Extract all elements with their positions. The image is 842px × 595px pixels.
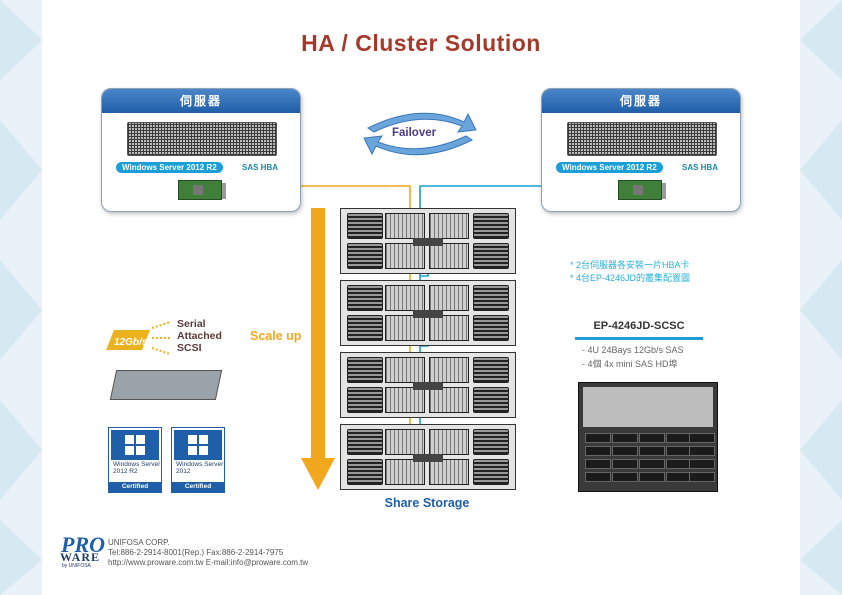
note-line-1: * 2台伺服器各安裝一片HBA卡	[570, 260, 690, 270]
server-right-hba-label: SAS HBA	[682, 163, 719, 172]
product-spec-1: - 4U 24Bays 12Gb/s SAS	[582, 345, 684, 355]
share-storage-label: Share Storage	[384, 496, 470, 510]
failover-arrows	[363, 112, 477, 156]
server-left: 伺服器 Windows Server 2012 R2 SAS HBA	[101, 88, 301, 212]
company-web: http://www.proware.com.tw E-mail:info@pr…	[108, 558, 309, 567]
page-title: HA / Cluster Solution	[301, 30, 541, 56]
server-right: 伺服器 Windows Server 2012 R2 SAS HBA	[541, 88, 741, 212]
storage-unit-3	[340, 352, 516, 418]
server-left-hba-card	[178, 180, 226, 200]
left-decorative-panel	[0, 0, 42, 595]
hba-card-photo	[109, 370, 223, 400]
certified-product-1: Windows Server 2012 R2	[113, 461, 161, 475]
company-contact: Tel:886-2-2914-8001(Rep.) Fax:886-2-2914…	[108, 548, 284, 557]
certified-badge-2012r2: Windows Server 2012 R2 Certified	[108, 427, 162, 493]
sas-wordmark: Serial Attached SCSI	[177, 318, 222, 354]
storage-unit-2	[340, 280, 516, 346]
product-model-underline	[575, 337, 703, 340]
server-right-hba-card	[618, 180, 666, 200]
scale-up-arrow	[301, 208, 335, 490]
certified-status-1: Certified	[109, 482, 161, 492]
server-right-os-label: Windows Server 2012 R2	[556, 162, 663, 173]
right-decorative-panel	[800, 0, 842, 595]
server-left-chassis	[127, 122, 277, 156]
sas-12gbs-logo: 12Gb/s	[106, 321, 172, 355]
proware-logo-bottom: WARE	[60, 550, 101, 564]
storage-unit-4	[340, 424, 516, 490]
left-panel-pattern	[0, 0, 42, 595]
product-model: EP-4246JD-SCSC	[593, 320, 685, 332]
product-jbod-image	[578, 382, 718, 492]
company-name: UNIFOSA CORP.	[108, 538, 170, 547]
right-panel-pattern	[800, 0, 842, 595]
certified-badge-2012: Windows Server 2012 Certified	[171, 427, 225, 493]
server-right-header: 伺服器	[542, 89, 740, 113]
windows-logo-icon	[111, 430, 159, 460]
proware-logo-by: by UNIFOSA	[62, 563, 91, 569]
server-left-hba-label: SAS HBA	[242, 163, 279, 172]
server-right-chassis	[567, 122, 717, 156]
failover-label: Failover	[392, 127, 437, 139]
sas-badge-text: 12Gb/s	[114, 337, 148, 348]
note-line-2: * 4台EP-4246JD的叢集配置圖	[570, 273, 691, 283]
sas-line-serial: Serial	[177, 318, 206, 330]
certified-status-2: Certified	[172, 482, 224, 492]
certified-product-2: Windows Server 2012	[176, 461, 224, 475]
server-left-os-label: Windows Server 2012 R2	[116, 162, 223, 173]
proware-logo-top: PRO	[61, 532, 105, 557]
sas-line-scsi: SCSI	[177, 342, 202, 354]
scale-up-label: Scale up	[250, 329, 302, 343]
sas-line-attached: Attached	[177, 330, 222, 342]
product-spec-2: - 4個 4x mini SAS HD埠	[582, 359, 678, 369]
server-left-header: 伺服器	[102, 89, 300, 113]
windows-logo-icon	[174, 430, 222, 460]
storage-unit-1	[340, 208, 516, 274]
